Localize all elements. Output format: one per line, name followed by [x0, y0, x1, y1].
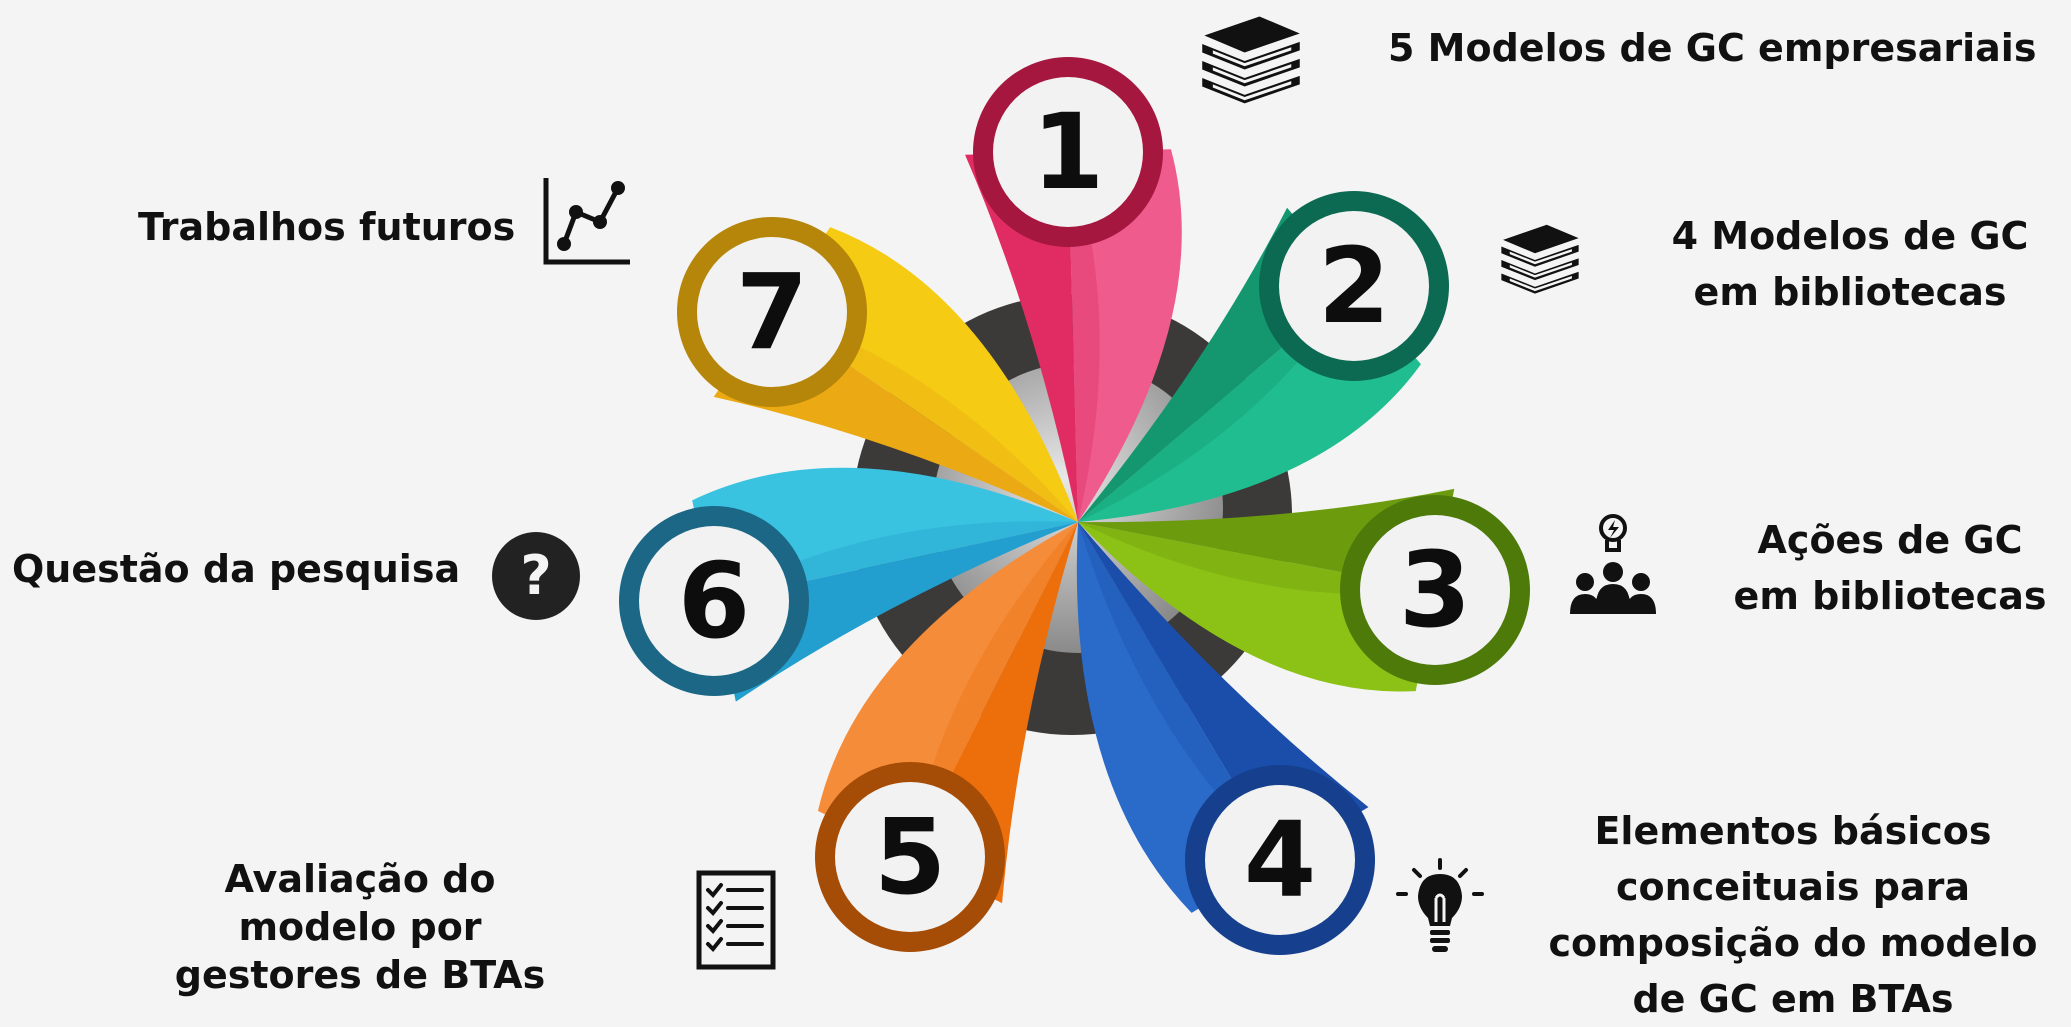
step-5-label: Avaliação do modelo por gestores de BTAs: [174, 857, 546, 997]
step-7-ring-center: [697, 237, 847, 387]
step-6-number: 6: [678, 540, 750, 662]
svg-text:?: ?: [520, 544, 551, 607]
lightbulb-icon: [1396, 858, 1484, 952]
step-1-ring-center: [993, 77, 1143, 227]
step-2-ring-center: [1279, 211, 1429, 361]
step-3-number: 3: [1399, 529, 1471, 651]
step-1-label: 5 Modelos de GC empresariais: [1388, 26, 2037, 70]
checklist-icon: [696, 870, 776, 970]
step-3-ring-center: [1360, 515, 1510, 665]
team-idea-icon: [1570, 514, 1656, 614]
step-5-ring-center: [835, 782, 985, 932]
books-stack-icon: [1501, 224, 1579, 294]
step-4-label: Elementos básicos conceituais para compo…: [1548, 809, 2038, 1021]
step-2-number: 2: [1318, 225, 1390, 347]
step-3-label: Ações de GC em bibliotecas: [1733, 518, 2047, 618]
step-6-label: Questão da pesquisa: [12, 547, 461, 591]
step-1-number: 1: [1032, 91, 1104, 213]
step-5-number: 5: [874, 796, 946, 918]
line-chart-icon: [543, 178, 630, 265]
step-7-number: 7: [736, 251, 808, 373]
step-6-ring-center: [639, 526, 789, 676]
step-7-label: Trabalhos futuros: [138, 205, 516, 249]
petal-3-light: [1078, 522, 1435, 692]
books-stack-icon: [1202, 16, 1300, 104]
question-icon: ?: [492, 532, 580, 620]
petal-4-shade: [1078, 522, 1280, 860]
petal-6-dark: [714, 522, 1078, 702]
step-4-ring-center: [1205, 785, 1355, 935]
rings-group: 1 2 3 4 5 6 7: [619, 57, 1530, 955]
step-2-label: 4 Modelos de GC em bibliotecas: [1671, 214, 2029, 314]
step-4-number: 4: [1244, 799, 1316, 921]
